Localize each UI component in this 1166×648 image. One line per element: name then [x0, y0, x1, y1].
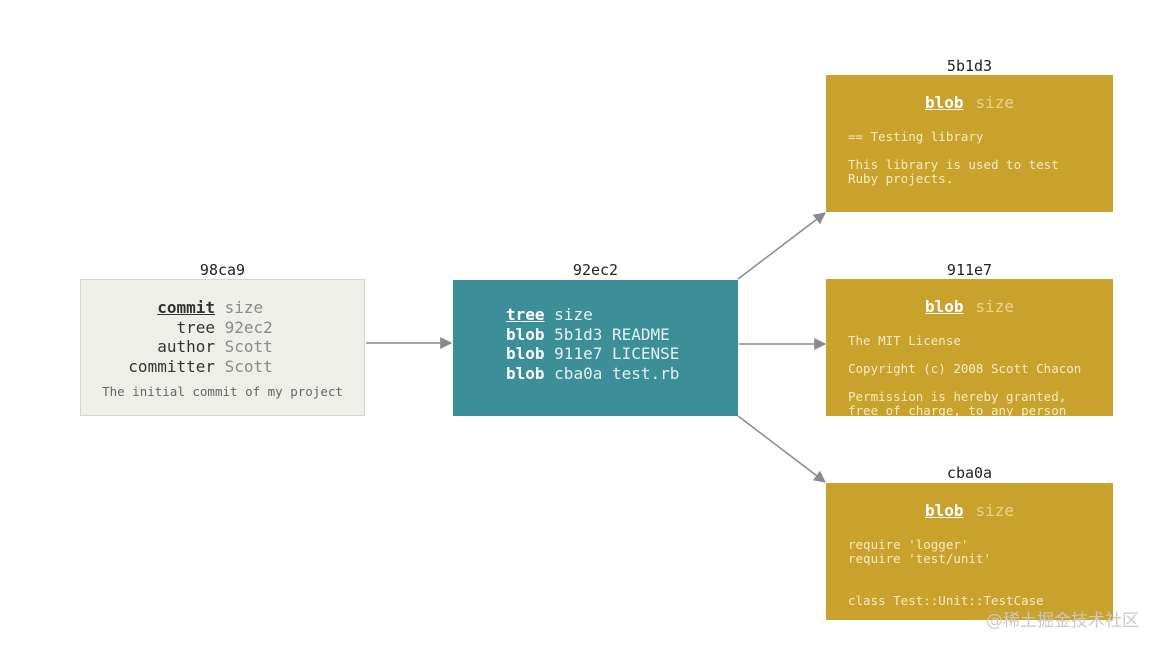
arrow-tree-to-blob-5b1d3: [737, 212, 826, 280]
blob-hash: 5b1d3: [946, 57, 993, 75]
tree-entries: tree size blob 5b1d3 README blob 911e7 L…: [506, 305, 679, 383]
blob-hash: cba0a: [946, 464, 993, 482]
blob-node: blob size The MIT License Copyright (c) 2…: [826, 279, 1113, 416]
commit-node: commit size tree 92ec2 author Scott comm…: [80, 279, 365, 416]
blob-key: blob: [924, 93, 964, 112]
blob-content: require 'logger' require 'test/unit' cla…: [848, 537, 1044, 608]
watermark: @稀土掘金技术社区: [986, 611, 1139, 631]
tree-size: size: [554, 305, 593, 324]
commit-value: 92ec2: [224, 317, 273, 337]
commit-key: tree: [176, 317, 215, 337]
tree-key: tree: [506, 305, 545, 324]
commit-row: commit size: [125, 298, 273, 318]
entry-name: README: [611, 324, 670, 344]
entry-hash: 911e7: [554, 344, 603, 363]
commit-hash: 98ca9: [199, 261, 246, 279]
tree-hash: 92ec2: [572, 261, 619, 279]
blob-node: blob size require 'logger' require 'test/…: [826, 483, 1113, 620]
tree-header-row: tree size: [506, 305, 679, 325]
commit-key: committer: [128, 356, 215, 376]
tree-node: tree size blob 5b1d3 README blob 911e7 L…: [453, 280, 738, 416]
commit-value: Scott: [224, 337, 273, 356]
blob-size: size: [975, 501, 1015, 520]
entry-name: test.rb: [611, 363, 680, 383]
commit-message: The initial commit of my project: [102, 384, 343, 399]
blob-header: blob size: [826, 297, 1113, 316]
entry-type: blob: [506, 324, 545, 344]
blob-content: The MIT License Copyright (c) 2008 Scott…: [848, 333, 1082, 417]
tree-entry: blob cba0a test.rb: [506, 364, 679, 384]
blob-hash: 911e7: [946, 261, 993, 279]
blob-node: blob size == Testing library This library…: [826, 75, 1113, 212]
entry-hash: 5b1d3: [554, 324, 603, 344]
blob-size: size: [975, 93, 1015, 112]
commit-value: Scott: [224, 356, 273, 376]
blob-key: blob: [924, 297, 964, 316]
commit-row: author Scott: [125, 337, 273, 357]
blob-content: == Testing library This library is used …: [848, 129, 1059, 186]
commit-row: committer Scott: [125, 357, 273, 377]
blob-key: blob: [924, 501, 964, 520]
entry-type: blob: [506, 363, 545, 383]
blob-header: blob size: [826, 501, 1113, 520]
entry-type: blob: [506, 344, 545, 363]
commit-key: author: [157, 337, 215, 356]
arrow-tree-to-blob-cba0a: [737, 415, 826, 483]
commit-fields: commit size tree 92ec2 author Scott comm…: [125, 298, 273, 376]
entry-hash: cba0a: [554, 363, 603, 383]
commit-value: size: [224, 298, 264, 317]
entry-name: LICENSE: [611, 344, 680, 363]
commit-row: tree 92ec2: [125, 317, 273, 338]
tree-entry: blob 911e7 LICENSE: [506, 344, 679, 364]
blob-header: blob size: [826, 93, 1113, 112]
tree-entry: blob 5b1d3 README: [506, 325, 679, 345]
blob-size: size: [975, 297, 1015, 316]
commit-key: commit: [157, 298, 215, 317]
